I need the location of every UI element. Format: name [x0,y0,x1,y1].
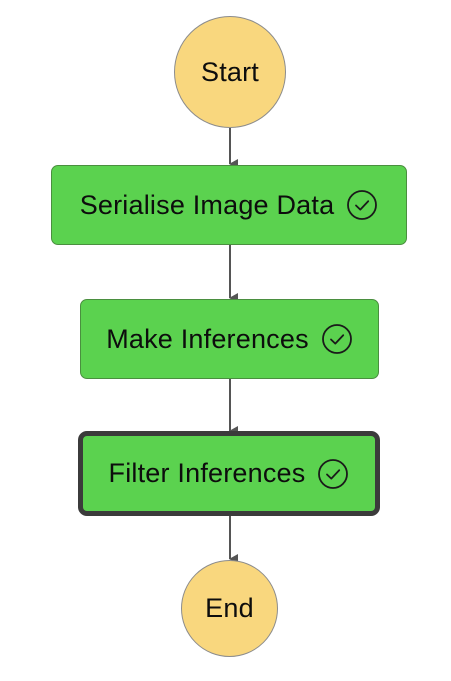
step-filter-inferences[interactable]: Filter Inferences [78,431,380,516]
step-serialise-image-data[interactable]: Serialise Image Data [51,165,407,245]
check-circle-icon [346,189,378,221]
check-circle-icon [321,323,353,355]
start-node-label: Start [200,56,260,87]
step-make-inferences[interactable]: Make Inferences [80,299,379,379]
step-label: Serialise Image Data [79,189,335,220]
end-node: End [181,560,278,657]
step-label: Filter Inferences [108,458,306,488]
end-node-label: End [205,593,254,623]
check-circle-icon [317,458,349,490]
step-label: Make Inferences [106,323,309,354]
start-node: Start [174,16,286,128]
